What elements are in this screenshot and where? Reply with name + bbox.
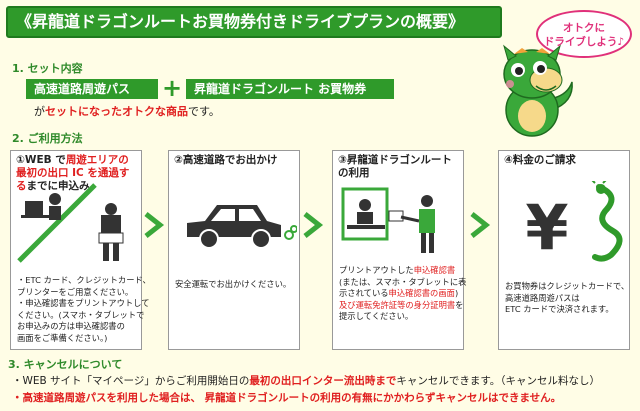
step-4-line: 高速道路周遊パスは bbox=[505, 292, 580, 303]
step-1-line: 画面をご準備ください。) bbox=[17, 332, 108, 343]
step-card-4: ④料金のご請求 ¥ お買物券はクレジットカードで、 高速道路周遊パスは ETC … bbox=[498, 150, 630, 350]
cancel-1-b: キャンセルできます。（キャンセル料なし） bbox=[396, 375, 601, 387]
step-3-red1: 申込確認書 bbox=[413, 265, 456, 275]
cancel-1-a: ・WEB サイト「マイページ」からご利用開始日の bbox=[12, 375, 250, 387]
step-3-red2: 申込確認書の画面 bbox=[388, 288, 455, 298]
step-3-body: プリントアウトした申込確認書 (または、スマホ・タブレットに表 示されている申込… bbox=[339, 265, 467, 323]
arrow-right-icon bbox=[470, 212, 491, 238]
step-3-e: を bbox=[455, 299, 464, 310]
section-3-heading: 3. キャンセルについて bbox=[8, 358, 123, 371]
step-3-c: 示されている bbox=[339, 288, 389, 298]
highway-pass-pill: 高速道路周遊パス bbox=[26, 79, 158, 99]
step-2-body: 安全運転でお出かけください。 bbox=[175, 279, 295, 291]
cancel-line-2: ・高速道路周遊パスを利用した場合は、 昇龍道ドラゴンルートの利用の有無にかかわら… bbox=[12, 392, 562, 404]
step-card-3: ③昇龍道ドラゴンルートの利用 プリントアウトした申込確認書 (または、スマホ・タ… bbox=[332, 150, 467, 350]
speech-line-1: オトクに bbox=[563, 22, 605, 34]
yen-dragon-icon: ¥ bbox=[525, 181, 623, 264]
step-1-line: ・ETC カード、クレジットカード、 bbox=[17, 275, 151, 285]
combo-text: がセットになったオトクな商品です。 bbox=[34, 103, 220, 119]
step-1-line: ください。(スマホ・タブレットで bbox=[17, 309, 145, 320]
step-1-title-red: 周遊エリアの最初の出口 IC を通過する bbox=[16, 154, 130, 192]
step-1-line: お申込みの方は申込確認書の bbox=[17, 321, 125, 331]
dragon-mascot-icon bbox=[503, 44, 573, 137]
step-3-d: ) bbox=[454, 288, 459, 298]
arrow-right-icon bbox=[144, 212, 165, 238]
speech-bubble: オトクに ドライブしよう♪ bbox=[536, 10, 632, 58]
arrow-right-icon bbox=[303, 212, 324, 238]
step-3-line: 提示してください。 bbox=[339, 311, 414, 321]
section-2-heading: 2. ご利用方法 bbox=[12, 132, 83, 145]
step-card-1: ①WEB で周遊エリアの最初の出口 IC を通過するまでに申込み ・ETC カー… bbox=[10, 150, 151, 350]
combo-red: セットになったオトクな商品 bbox=[45, 105, 188, 118]
step-2-title: ②高速道路でお出かけ bbox=[174, 154, 278, 166]
step-3-title: ③昇龍道ドラゴンルートの利用 bbox=[338, 154, 452, 179]
step-4-line: ETC カードで決済されます。 bbox=[505, 304, 614, 314]
step-4-body: お買物券はクレジットカードで、 高速道路周遊パスは ETC カードで決済されます… bbox=[505, 281, 630, 316]
car-icon bbox=[187, 205, 297, 249]
section-1-heading: 1. セット内容 bbox=[12, 62, 83, 75]
step-2-line: 安全運転でお出かけください。 bbox=[175, 279, 292, 289]
cancel-1-red: 最初の出口インター流出時まで bbox=[249, 375, 397, 387]
step-card-2: ②高速道路でお出かけ 安全運転でお出かけください。 bbox=[168, 150, 300, 350]
cancel-line-1: ・WEB サイト「マイページ」からご利用開始日の最初の出口インター流出時までキャ… bbox=[12, 373, 600, 388]
step-1-line: ・申込確認書をプリントアウトして bbox=[17, 298, 150, 308]
step-1-title-b: までに申込み bbox=[26, 180, 90, 192]
step-1-line: プリンターをご用意ください。 bbox=[17, 286, 134, 297]
yen-symbol: ¥ bbox=[525, 191, 568, 264]
step-1-title-a: ①WEB で bbox=[16, 154, 66, 166]
step-1-body: ・ETC カード、クレジットカード、 プリンターをご用意ください。 ・申込確認書… bbox=[17, 275, 151, 344]
step-3-red3: 及び運転免許証等の身分証明書 bbox=[339, 299, 456, 310]
step-3-line: (または、スマホ・タブレットに表 bbox=[339, 276, 467, 287]
step-3-line: 示されている申込確認書の画面) bbox=[339, 288, 459, 300]
speech-line-2: ドライブしよう♪ bbox=[543, 36, 625, 48]
step-1-title: ①WEB で周遊エリアの最初の出口 IC を通過するまでに申込み bbox=[16, 154, 136, 192]
combo-pre: が bbox=[34, 105, 45, 118]
page-title: 《昇龍道ドラゴンルートお買物券付きドライブプランの概要》 bbox=[6, 6, 502, 38]
step-4-title: ④料金のご請求 bbox=[504, 154, 576, 166]
combo-post: です。 bbox=[188, 105, 220, 118]
step-4-line: お買物券はクレジットカードで、 bbox=[505, 281, 630, 291]
step-3-line: プリントアウトした申込確認書 bbox=[339, 265, 459, 277]
step-3-a: プリントアウトした bbox=[339, 265, 414, 275]
counter-presentation-icon bbox=[341, 187, 435, 253]
plus-icon: + bbox=[161, 74, 183, 102]
web-application-icon bbox=[17, 183, 124, 263]
step-3-line: 及び運転免許証等の身分証明書を bbox=[339, 299, 463, 312]
shopping-coupon-pill: 昇龍道ドラゴンルート お買物券 bbox=[186, 79, 394, 99]
